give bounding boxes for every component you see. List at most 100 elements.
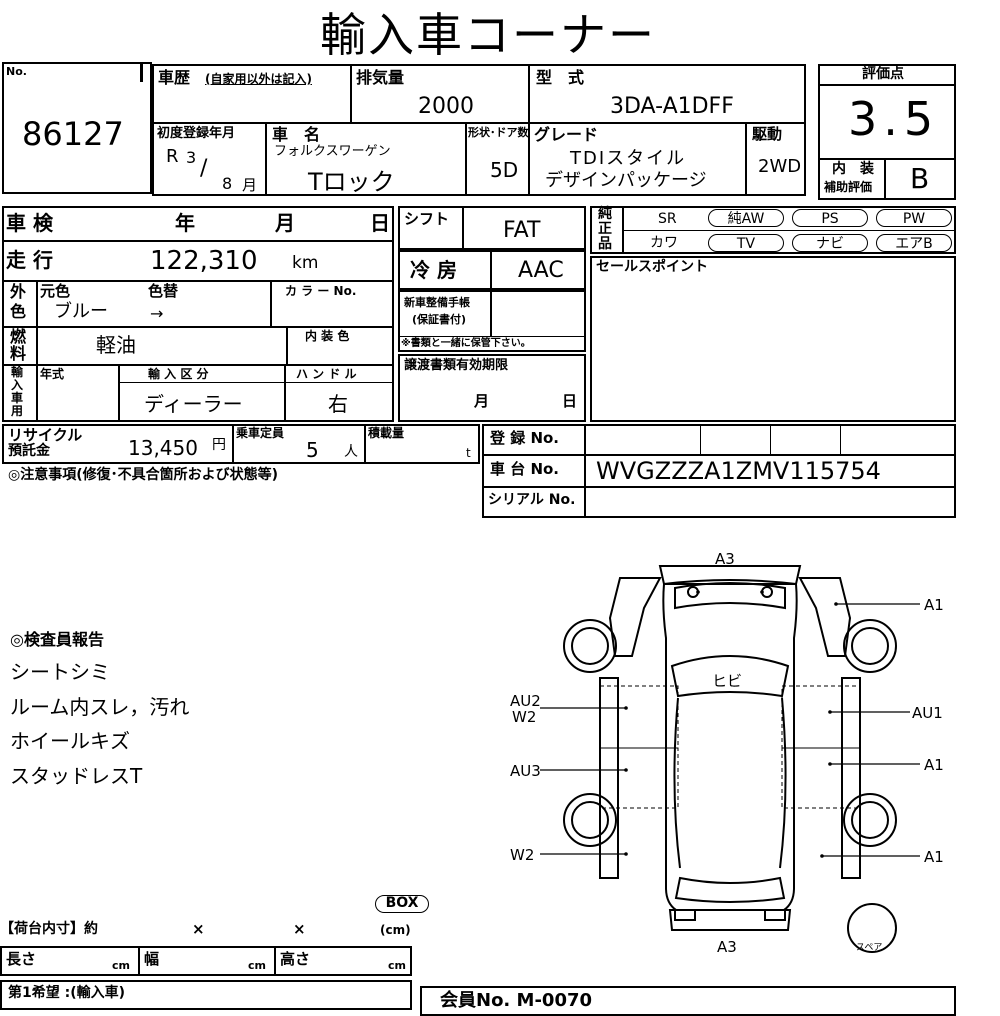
registration-month: 8 <box>222 174 233 193</box>
divider <box>465 122 467 196</box>
model-value: 3DA-A1DFF <box>610 94 734 119</box>
divider <box>490 290 492 336</box>
right-mirror <box>841 677 861 879</box>
recycle-value: 13,450 <box>128 436 198 460</box>
displacement-value: 2000 <box>418 94 474 119</box>
divider <box>2 240 394 242</box>
cargo-height-unit: cm <box>388 959 406 972</box>
import-kind-value: ディーラー <box>144 392 243 416</box>
divider <box>265 122 267 196</box>
capacity-value: 5 <box>306 438 319 462</box>
inspection-month: 月 <box>275 211 295 235</box>
registration-year: 3 <box>186 148 197 167</box>
capacity-label: 乗車定員 <box>236 426 285 440</box>
import-side-2: 入 <box>11 378 24 392</box>
inspector-item: ルーム内スレ，汚れ <box>10 695 190 719</box>
wheel-rear-left <box>563 793 617 847</box>
genuine-leather: カワ <box>650 235 678 251</box>
diagram-left-1b: W2 <box>512 708 536 726</box>
inspector-item: ホイールキズ <box>10 729 130 753</box>
cargo-dims-box <box>0 946 412 976</box>
genuine-sr: SR <box>658 211 677 227</box>
car-info-box <box>152 64 806 196</box>
transfer-box <box>398 354 586 422</box>
manual-box <box>398 290 586 352</box>
score-box <box>818 64 956 200</box>
reg-no-label: 登 録 No. <box>490 429 560 447</box>
hope-label: 第1希望 :(輸入車) <box>8 985 126 1001</box>
chassis-value: WVGZZZA1ZMV115754 <box>596 457 881 485</box>
divider <box>700 424 701 454</box>
divider <box>232 424 234 464</box>
divider <box>770 424 771 454</box>
cargo-cm: (cm) <box>380 923 411 937</box>
divider <box>528 64 530 196</box>
inspector-item: シートシミ <box>10 660 110 684</box>
diagram-spare-label: スペア <box>856 943 882 953</box>
caution-label: ◎注意事項(修復･不具合箇所および状態等) <box>8 467 279 483</box>
shift-value: FAT <box>503 218 541 243</box>
color-orig-value: ブルー <box>54 301 108 322</box>
aircon-label: 冷 房 <box>410 258 457 282</box>
genuine-ps: PS <box>792 209 868 227</box>
diagram-windshield-label: ヒビ <box>712 672 742 690</box>
shift-box <box>398 206 586 250</box>
diagram-right-2: AU1 <box>912 704 943 722</box>
divider <box>482 486 956 488</box>
grade-line1: TDIスタイル <box>570 148 687 169</box>
rear-bumper <box>668 909 792 931</box>
interior-color-label: 内 装 色 <box>305 329 350 343</box>
divider <box>270 280 272 326</box>
genuine-aw: 純AW <box>708 209 784 227</box>
diagram-right-4: A1 <box>924 848 944 866</box>
recycle-box <box>2 424 480 464</box>
sales-point-box <box>590 256 956 422</box>
load-label: 積載量 <box>368 426 405 440</box>
cargo-length-label: 長さ <box>6 950 37 968</box>
color-orig-label: 元色 <box>40 282 71 300</box>
car-name-label: 車 名 <box>272 125 321 144</box>
divider <box>284 364 286 422</box>
diagram-right-1: A1 <box>924 596 944 614</box>
wheel-front-right <box>843 619 897 673</box>
car-body <box>662 579 798 911</box>
cargo-box-badge: BOX <box>375 895 429 913</box>
sales-point-label: セールスポイント <box>596 259 708 275</box>
recycle-label-2: 預託金 <box>8 443 50 459</box>
import-side-3: 車 <box>11 391 24 405</box>
left-middle-box <box>2 206 394 422</box>
cargo-height-label: 高さ <box>280 950 311 968</box>
manual-label-1: 新車整備手帳 <box>404 296 470 309</box>
manual-note: ※書類と一緒に保管下さい。 <box>401 338 531 349</box>
grade-label: グレード <box>534 125 599 144</box>
divider <box>118 364 120 422</box>
color-code-label: カ ラ ー No. <box>285 284 357 298</box>
displacement-label: 排気量 <box>356 68 405 87</box>
no-box <box>2 62 152 194</box>
roof-lines <box>673 697 787 869</box>
grade-line2: デザインパッケージ <box>545 170 707 191</box>
hood-line <box>674 582 786 610</box>
import-year-label: 年式 <box>40 367 65 381</box>
drive-label: 駆動 <box>752 125 783 143</box>
chassis-label: 車 台 No. <box>490 460 560 478</box>
divider <box>818 158 956 160</box>
registration-no-box <box>482 424 956 518</box>
import-side-4: 用 <box>11 404 24 418</box>
cargo-width-unit: cm <box>248 959 266 972</box>
divider <box>482 454 956 456</box>
transfer-label: 譲渡書類有効期限 <box>404 358 509 373</box>
aircon-value: AAC <box>518 258 564 283</box>
serial-label: シリアル No. <box>488 492 576 508</box>
divider <box>490 250 492 290</box>
genuine-tv: TV <box>708 234 784 252</box>
cargo-x1: × <box>192 920 205 938</box>
wheel-front-left <box>563 619 617 673</box>
mileage-value: 122,310 <box>150 246 258 276</box>
interior-label-1: 内 装 <box>832 161 874 177</box>
import-kind-label: 輸 入 区 分 <box>148 367 209 381</box>
divider <box>584 424 586 518</box>
rear-window <box>674 876 786 903</box>
page-title: 輸入車コーナー <box>320 8 656 62</box>
registration-era: R <box>166 146 179 167</box>
